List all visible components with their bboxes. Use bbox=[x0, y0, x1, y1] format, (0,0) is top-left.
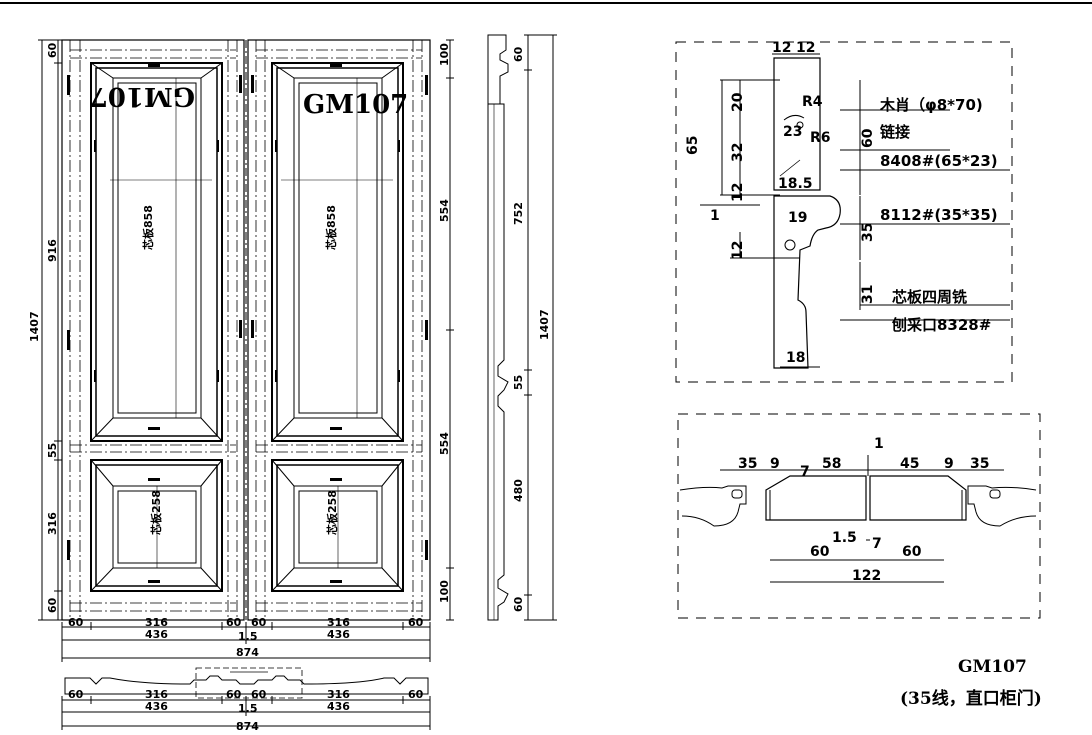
joint-dim-60-left: 60 bbox=[810, 544, 830, 560]
profile-dim-12a: 12 bbox=[772, 40, 791, 56]
side-dim-bottom: 60 bbox=[512, 596, 525, 612]
side-dim-mid: 55 bbox=[512, 375, 525, 390]
side-view bbox=[487, 34, 557, 621]
profile-label-8408: 8408#(65*23) bbox=[880, 152, 998, 170]
dim-right-upper: 554 bbox=[438, 199, 451, 222]
dim-left-lower-panel: 316 bbox=[46, 512, 59, 535]
dim-left-top: 60 bbox=[46, 42, 59, 58]
bottom-w1: 60 bbox=[68, 688, 84, 701]
joint-detail bbox=[677, 413, 1041, 619]
panel-label-left-mirrored: GM107 bbox=[90, 81, 195, 111]
dim-left-mid-rail: 55 bbox=[46, 443, 59, 458]
profile-dim-19: 19 bbox=[788, 210, 807, 226]
joint-dim-122: 122 bbox=[852, 568, 881, 584]
dim-w5: 316 bbox=[327, 616, 350, 629]
profile-label-dowel: 木肖（φ8*70) bbox=[879, 96, 983, 114]
bottom-w4: 60 bbox=[251, 688, 267, 701]
bottom-section bbox=[61, 667, 431, 730]
joint-dim-9-left: 9 bbox=[770, 456, 780, 472]
drawing-title-subtitle: (35线，直口柜门) bbox=[900, 688, 1042, 709]
profile-dim-32: 32 bbox=[730, 143, 746, 162]
panel-note-lower-left: 芯板258 bbox=[149, 490, 163, 535]
dim-w3: 60 bbox=[226, 616, 242, 629]
profile-dim-23: 23 bbox=[783, 124, 802, 140]
joint-dim-35-right: 35 bbox=[970, 456, 989, 472]
bottom-total: 874 bbox=[236, 720, 259, 733]
panel-note-upper-left: 芯板858 bbox=[141, 205, 155, 250]
profile-radius-r6: R6 bbox=[810, 130, 831, 146]
dim-total-width: 874 bbox=[236, 646, 259, 659]
side-dim-lower: 480 bbox=[512, 479, 525, 502]
drawing-title-model: GM107 bbox=[958, 657, 1027, 677]
dim-w-left-door: 436 bbox=[145, 628, 168, 641]
dim-right-top: 100 bbox=[438, 43, 451, 66]
profile-label-mill: 芯板四周铣 bbox=[892, 288, 967, 306]
joint-dim-1-5: 1.5 bbox=[832, 530, 857, 546]
bottom-w5: 316 bbox=[327, 688, 350, 701]
joint-dim-45: 45 bbox=[900, 456, 919, 472]
dim-total-height: 1407 bbox=[28, 311, 41, 342]
bottom-w6: 60 bbox=[408, 688, 424, 701]
bottom-gap: 1.5 bbox=[238, 702, 258, 715]
dim-w4: 60 bbox=[251, 616, 267, 629]
dim-right-bottom: 100 bbox=[438, 580, 451, 603]
profile-label-8328: 刨采口8328# bbox=[891, 316, 991, 334]
profile-dim-18-5: 18.5 bbox=[778, 176, 813, 192]
panel-label-right: GM107 bbox=[303, 90, 408, 120]
profile-dim-1: 1 bbox=[710, 208, 720, 224]
joint-dim-7-top: 7 bbox=[800, 464, 810, 480]
joint-dim-7-bottom: 7 bbox=[872, 536, 882, 552]
profile-dim-12c: 12 bbox=[730, 183, 746, 202]
profile-dim-18: 18 bbox=[786, 350, 805, 366]
dim-left-upper-panel: 916 bbox=[46, 239, 59, 262]
joint-dim-9-right: 9 bbox=[944, 456, 954, 472]
dim-w-gap: 1.5 bbox=[238, 630, 258, 643]
profile-label-8112: 8112#(35*35) bbox=[880, 206, 998, 224]
profile-dim-31: 31 bbox=[860, 285, 876, 304]
joint-dim-58: 58 bbox=[822, 456, 841, 472]
profile-label-link: 链接 bbox=[880, 123, 910, 141]
side-dim-upper: 752 bbox=[512, 202, 525, 225]
profile-detail bbox=[675, 41, 1013, 383]
dim-w-right-door: 436 bbox=[327, 628, 350, 641]
profile-dim-12b: 12 bbox=[796, 40, 815, 56]
dim-w6: 60 bbox=[408, 616, 424, 629]
joint-dim-1: 1 bbox=[874, 436, 884, 452]
front-view bbox=[38, 39, 454, 662]
profile-dim-35: 35 bbox=[860, 223, 876, 242]
bottom-left-door: 436 bbox=[145, 700, 168, 713]
bottom-w2: 316 bbox=[145, 688, 168, 701]
profile-dim-12d: 12 bbox=[730, 241, 746, 260]
dim-w2: 316 bbox=[145, 616, 168, 629]
joint-dim-60-right: 60 bbox=[902, 544, 922, 560]
profile-radius-r4: R4 bbox=[802, 94, 823, 110]
panel-note-upper-right: 芯板858 bbox=[324, 205, 338, 250]
side-dim-top: 60 bbox=[512, 46, 525, 62]
dim-right-lower: 554 bbox=[438, 432, 451, 455]
joint-dim-35-left: 35 bbox=[738, 456, 757, 472]
side-dim-total: 1407 bbox=[538, 309, 551, 340]
panel-note-lower-right: 芯板258 bbox=[325, 490, 339, 535]
dim-w1: 60 bbox=[68, 616, 84, 629]
profile-dim-20: 20 bbox=[730, 92, 746, 112]
profile-dim-60: 60 bbox=[860, 128, 876, 148]
bottom-right-door: 436 bbox=[327, 700, 350, 713]
bottom-w3: 60 bbox=[226, 688, 242, 701]
dim-left-bottom: 60 bbox=[46, 597, 59, 613]
profile-dim-65: 65 bbox=[685, 136, 701, 155]
